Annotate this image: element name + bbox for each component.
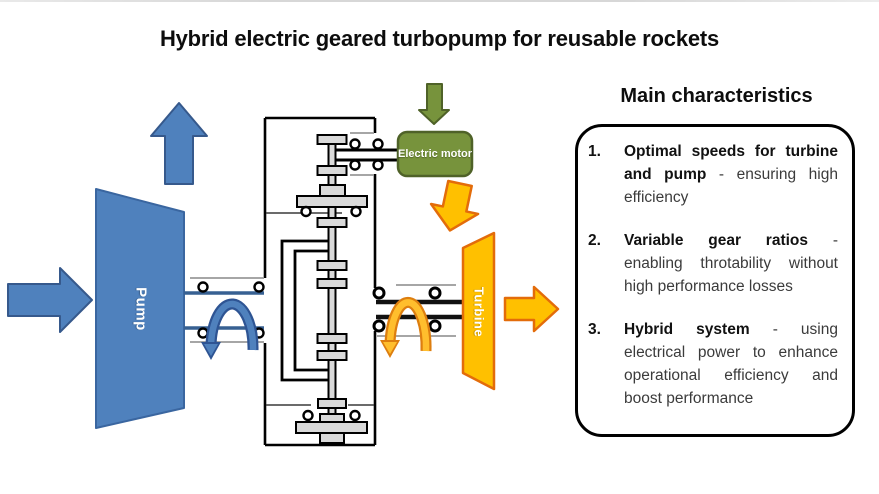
list-item: 2. Variable gear ratios - enabling throt… [578, 229, 852, 298]
panel-heading: Main characteristics [620, 85, 813, 107]
item-text: Hybrid system - using electrical power t… [624, 318, 838, 410]
pump-outlet-arrow-up [150, 102, 208, 185]
item-number: 1. [588, 143, 601, 160]
page-title: Hybrid electric geared turbopump for reu… [159, 26, 720, 51]
pump-shape [95, 188, 185, 429]
item-text: Variable gear ratios - enabling throtabi… [624, 229, 838, 298]
motor-shaft [336, 138, 398, 171]
planet-carrier [280, 239, 332, 382]
slide-top-border [0, 0, 879, 2]
pump-label: Pump [132, 287, 150, 331]
turbine-outlet-arrow-right [503, 285, 560, 333]
turbine-rotation-arrow [380, 296, 432, 358]
electric-motor-box [396, 130, 474, 178]
list-item: 3. Hybrid system - using electrical powe… [578, 318, 852, 410]
turbine-label: Turbine [471, 286, 487, 338]
upper-gear [296, 195, 368, 208]
turbine-inlet-arrow-down [429, 179, 480, 232]
item-rest-text: - ensuring high efficiency [624, 166, 838, 206]
item-rest-text: - enabling throtability without high per… [624, 232, 838, 295]
characteristics-box: 1. Optimal speeds for turbine and pump -… [575, 124, 855, 437]
item-bold-text: Hybrid system [624, 321, 750, 338]
item-text: Optimal speeds for turbine and pump - en… [624, 140, 838, 209]
lower-gear [295, 421, 368, 434]
item-number: 3. [588, 321, 601, 338]
electric-motor-label: Electric motor [398, 147, 472, 160]
item-number: 2. [588, 232, 601, 249]
item-bold-text: Optimal speeds for turbine and pump [624, 143, 838, 183]
item-bold-text: Variable gear ratios [624, 232, 809, 249]
turbine-shaft [372, 286, 463, 333]
pump-rotation-arrow [201, 298, 259, 360]
gearbox-housing [263, 116, 377, 447]
pump-inlet-arrow-right [7, 267, 93, 333]
gear-bearings [300, 205, 362, 422]
motor-power-arrow-down [418, 83, 450, 125]
turbine-shape [461, 231, 496, 391]
list-item: 1. Optimal speeds for turbine and pump -… [578, 140, 852, 209]
gear-train [295, 134, 368, 444]
item-rest-text: - using electrical power to enhance oper… [624, 321, 838, 407]
